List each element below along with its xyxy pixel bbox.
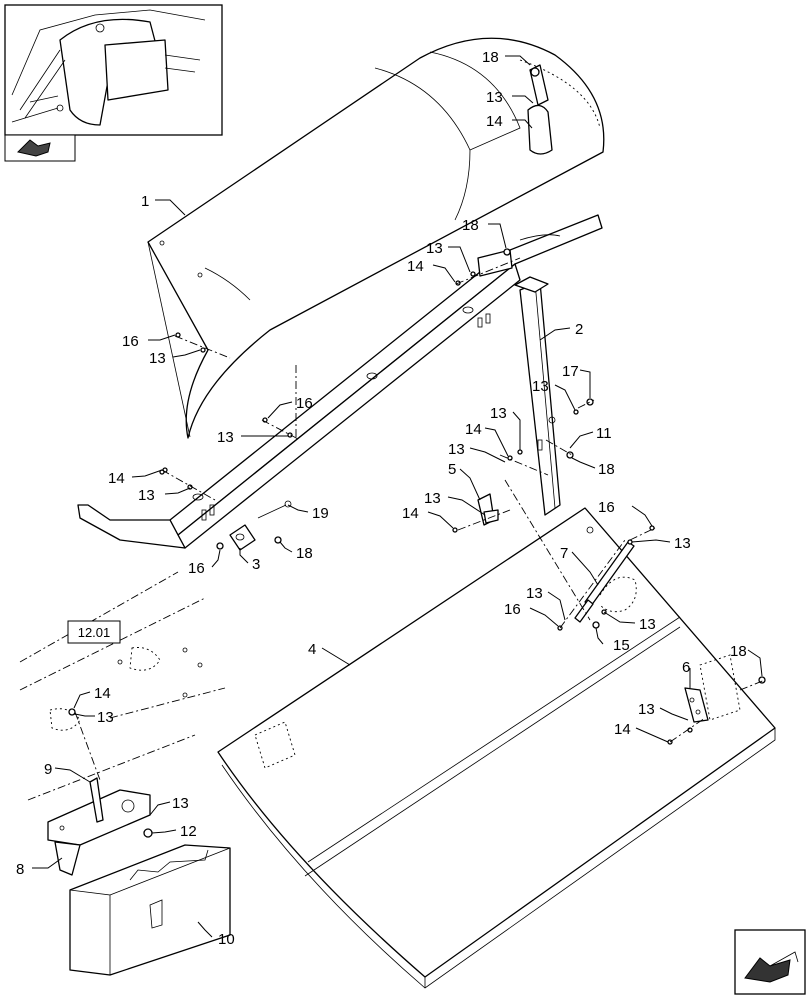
callout-13: 13 [486,89,503,106]
callout-13: 13 [639,616,656,633]
assembly-centerlines [74,257,766,781]
callout-19: 19 [312,505,329,522]
callout-14: 14 [614,721,631,738]
callout-15: 15 [613,637,630,654]
callout-14: 14 [94,685,111,702]
upper-pin-bracket [527,64,553,155]
callout-13: 13 [638,701,655,718]
callout-9: 9 [44,761,52,778]
callout-3: 3 [252,556,260,573]
callout-16: 16 [296,395,313,412]
callout-2: 2 [575,321,583,338]
callout-13: 13 [448,441,465,458]
callout-18: 18 [482,49,499,66]
callout-13: 13 [532,378,549,395]
context-structure-dashed [19,571,226,801]
callout-11: 11 [596,425,612,442]
part-6-latch [684,687,709,723]
callout-16: 16 [598,499,615,516]
callout-13: 13 [149,350,166,367]
callout-7: 7 [560,545,568,562]
reference-box[interactable]: 12.01 [67,620,121,644]
next-page-arrow-icon[interactable] [734,929,806,995]
callout-18: 18 [598,461,615,478]
callout-13: 13 [424,490,441,507]
part-10-foam-block [69,844,231,976]
callout-5: 5 [448,461,456,478]
callout-12: 12 [180,823,197,840]
part-19-bolt [257,500,292,519]
part-3-block [229,524,256,551]
callout-16: 16 [504,601,521,618]
callout-13: 13 [172,795,189,812]
part-9-pin [89,777,104,823]
location-inset [4,4,223,136]
leader-lines [32,55,763,938]
callout-13: 13 [674,535,691,552]
callout-13: 13 [490,405,507,422]
callout-14: 14 [402,505,419,522]
callout-18: 18 [296,545,313,562]
callout-labels: 18 13 14 1 18 13 14 2 16 13 17 13 16 13 … [16,49,747,948]
callout-10: 10 [218,931,235,948]
callout-14: 14 [108,470,125,487]
callout-6: 6 [682,659,690,676]
part-12-bolt [143,828,153,838]
callout-14: 14 [465,421,482,438]
part-5-hook-bracket [477,493,499,526]
part-2-vertical-post [514,276,561,516]
part-1-upper-cover [147,37,605,439]
callout-13: 13 [138,487,155,504]
callout-13: 13 [97,709,114,726]
part-4-lower-panel [217,507,776,989]
callout-14: 14 [486,113,503,130]
callout-16: 16 [188,560,205,577]
inset-view-arrow-icon [4,134,76,162]
callout-16: 16 [122,333,139,350]
callout-17: 17 [562,363,579,380]
callout-1: 1 [141,193,149,210]
reference-label: 12.01 [78,625,111,640]
callout-13: 13 [426,240,443,257]
callout-14: 14 [407,258,424,275]
callout-13: 13 [526,585,543,602]
part-7-gas-strut [574,541,637,623]
callout-18: 18 [730,643,747,660]
callout-4: 4 [308,641,316,658]
callout-8: 8 [16,861,24,878]
callout-13: 13 [217,429,234,446]
callout-18: 18 [462,217,479,234]
